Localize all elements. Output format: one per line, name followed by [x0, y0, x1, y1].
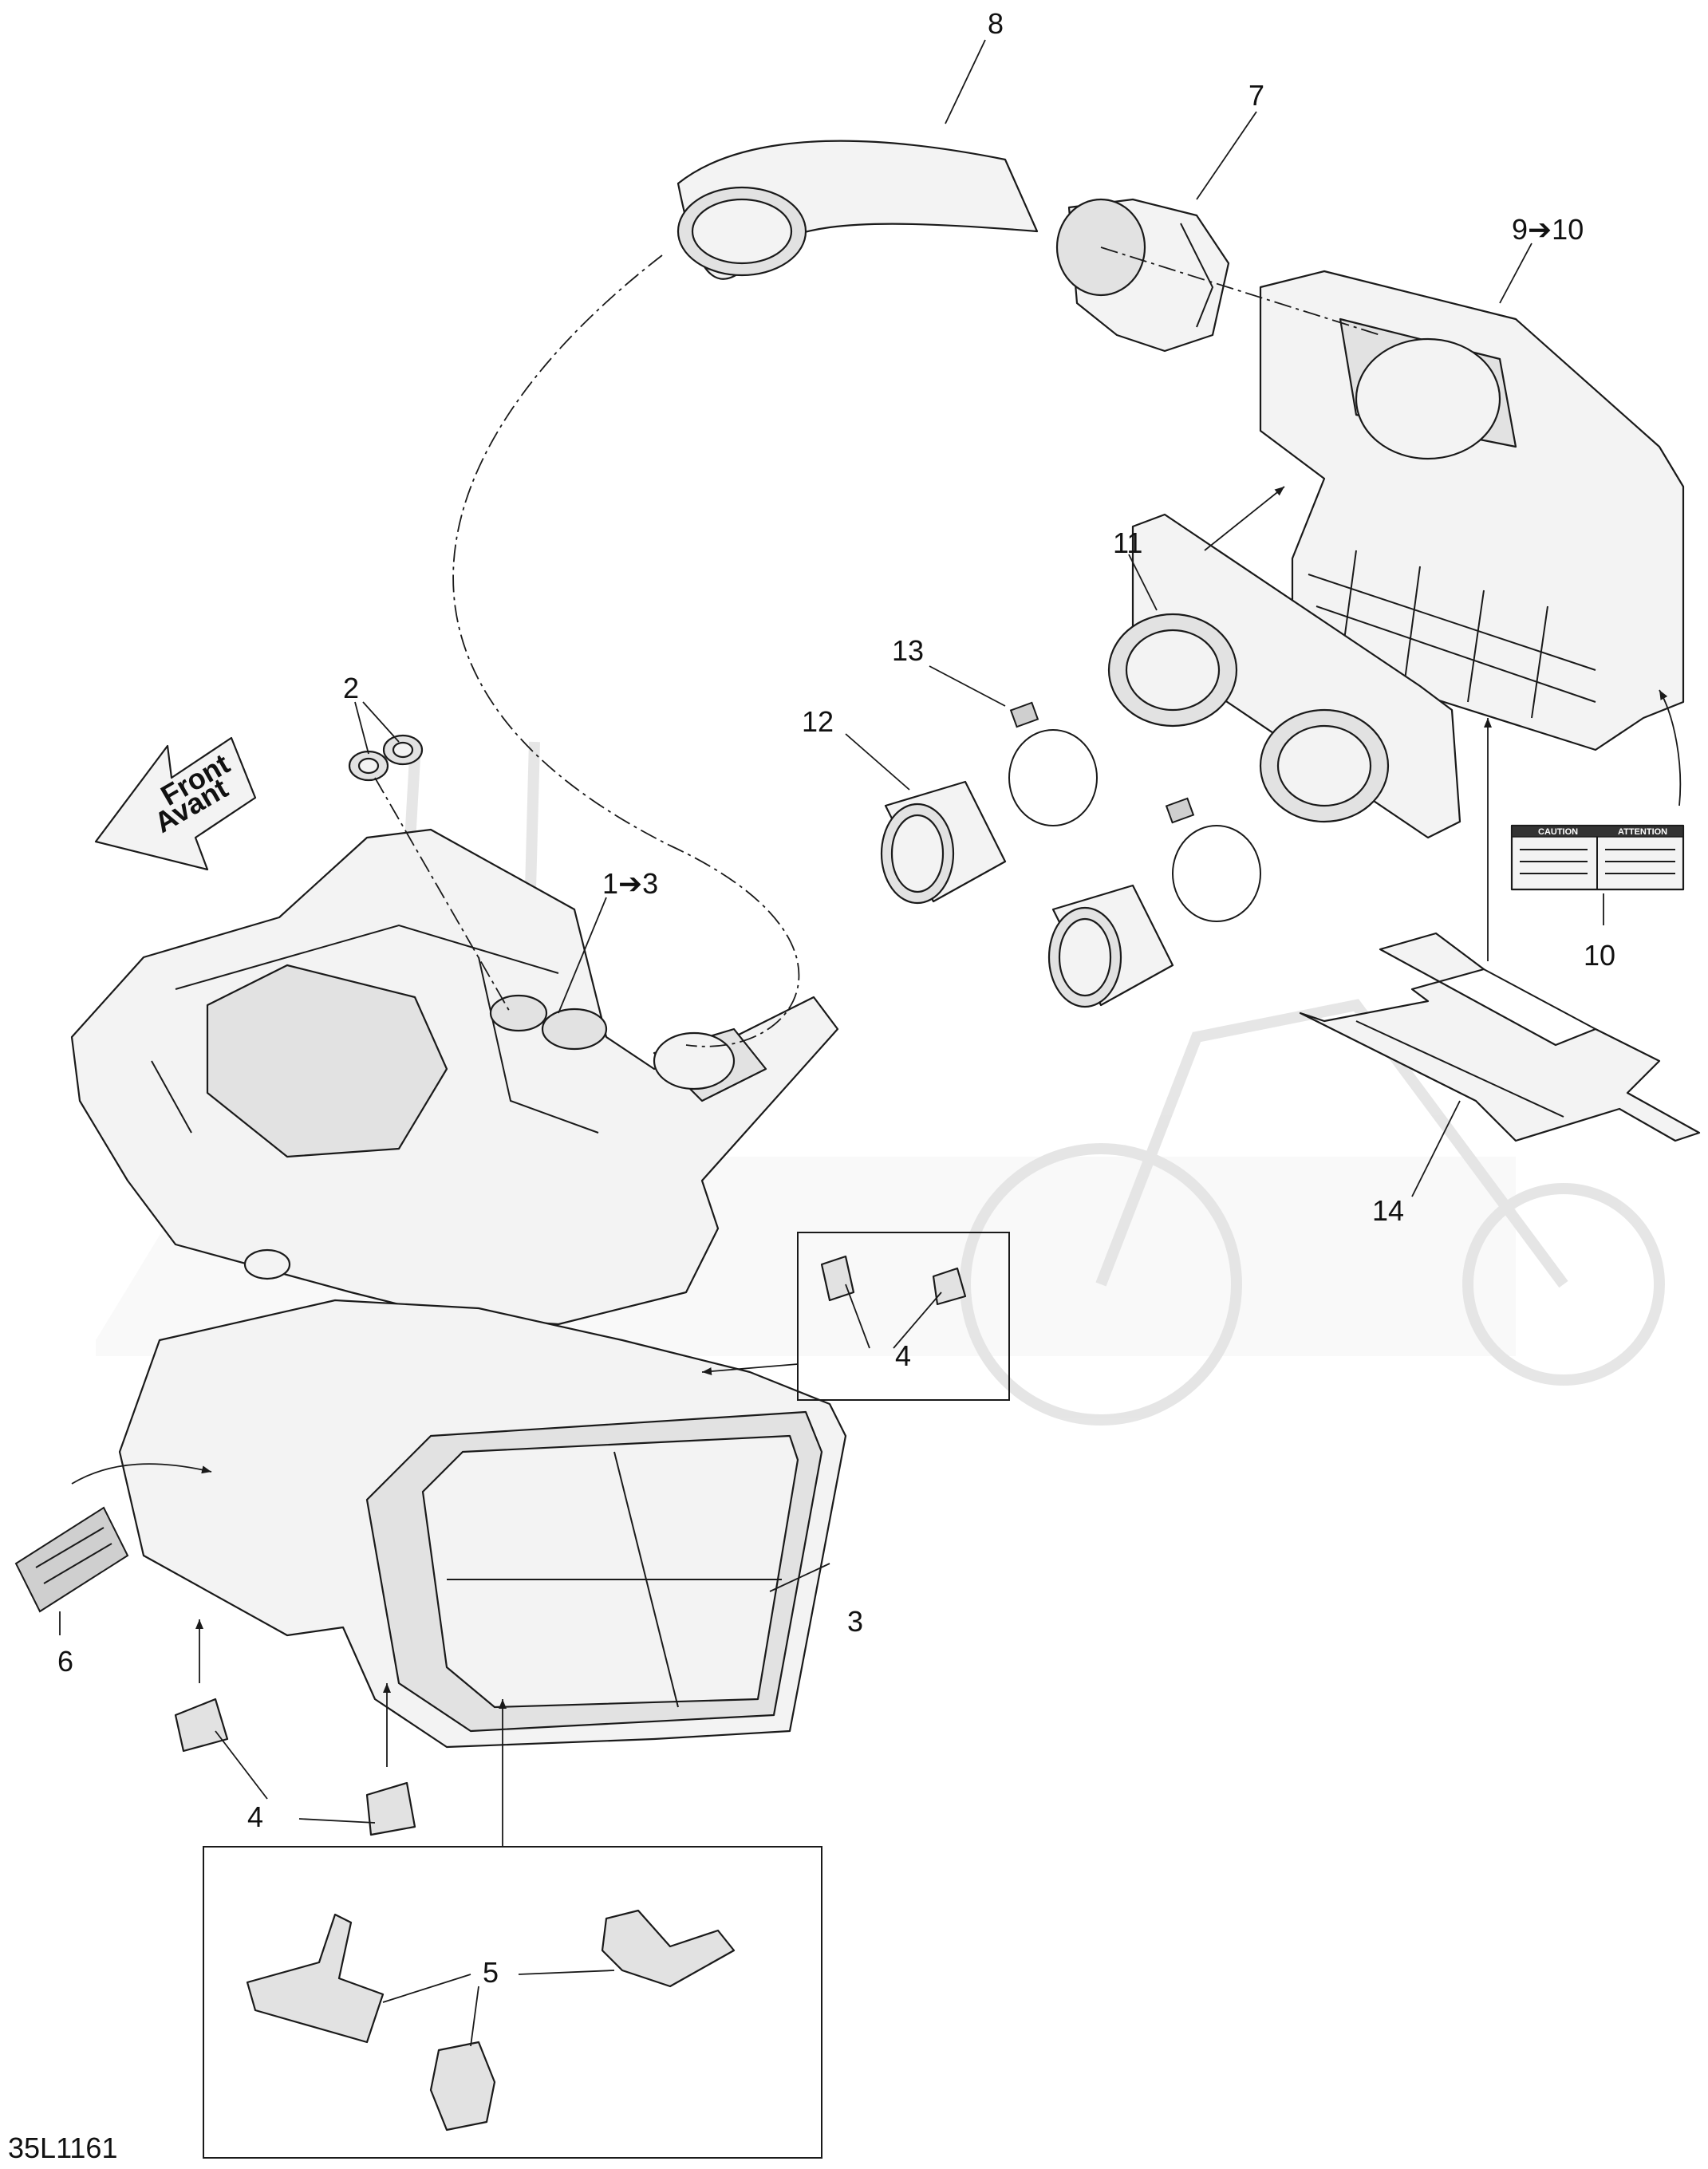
part-4-clip-box [797, 1232, 1010, 1401]
callout-10: 10 [1584, 939, 1615, 972]
assembly-arrows [71, 486, 1682, 1847]
part-8-intake-hose [676, 140, 1039, 280]
callout-6: 6 [57, 1645, 73, 1678]
part-1-3-airbox-housing [70, 828, 839, 1376]
callout-2: 2 [343, 672, 359, 704]
callout-13: 13 [892, 634, 924, 667]
part-6-warning-decal [14, 1506, 129, 1613]
hose-routing-line [452, 254, 800, 1047]
callout-14: 14 [1372, 1194, 1404, 1227]
callout-12: 12 [802, 705, 834, 738]
callout-labels: 8 7 9➔10 11 13 12 2 1➔3 10 14 4 3 6 4 5 [57, 7, 1615, 1989]
part-4-clip-left [174, 1698, 229, 1753]
callout-4-lower: 4 [247, 1800, 263, 1833]
part-13-clamp-upper [1008, 701, 1098, 826]
part-9-10-airbox-cover [1259, 270, 1685, 751]
callout-8: 8 [988, 7, 1004, 40]
drawing-id: 35L1161 [8, 2132, 117, 2164]
part-11-filter-base [1107, 513, 1461, 839]
part-14-gasket-sheet [1299, 932, 1701, 1142]
coupler-axis-line [1100, 246, 1381, 336]
callout-5: 5 [483, 1956, 499, 1989]
part-5-bracket-box [203, 1846, 822, 2159]
leader-lines [59, 39, 1604, 2047]
front-direction-arrow: Front Avant [94, 736, 257, 871]
part-7-coupler [1055, 198, 1230, 353]
part-3-lower-housing [118, 1299, 847, 1749]
decal-attention-text: ATTENTION [1618, 827, 1667, 837]
part-12-adapter-upper [880, 780, 1007, 905]
callout-1-3: 1➔3 [602, 867, 658, 900]
callout-3: 3 [847, 1605, 863, 1638]
grommet-axis-line [374, 777, 511, 1014]
part-12-adapter-lower [1047, 884, 1174, 1008]
part-10-caution-decal: CAUTION ATTENTION [1510, 824, 1685, 891]
part-2-grommets [348, 734, 424, 782]
callout-4-box: 4 [895, 1339, 911, 1372]
decal-caution-text: CAUTION [1538, 827, 1578, 837]
part-13-clamp-lower [1165, 797, 1261, 922]
callout-11: 11 [1113, 526, 1142, 559]
part-4-clip-right [365, 1781, 416, 1836]
callout-7: 7 [1248, 79, 1264, 112]
callout-9-10: 9➔10 [1512, 213, 1584, 246]
